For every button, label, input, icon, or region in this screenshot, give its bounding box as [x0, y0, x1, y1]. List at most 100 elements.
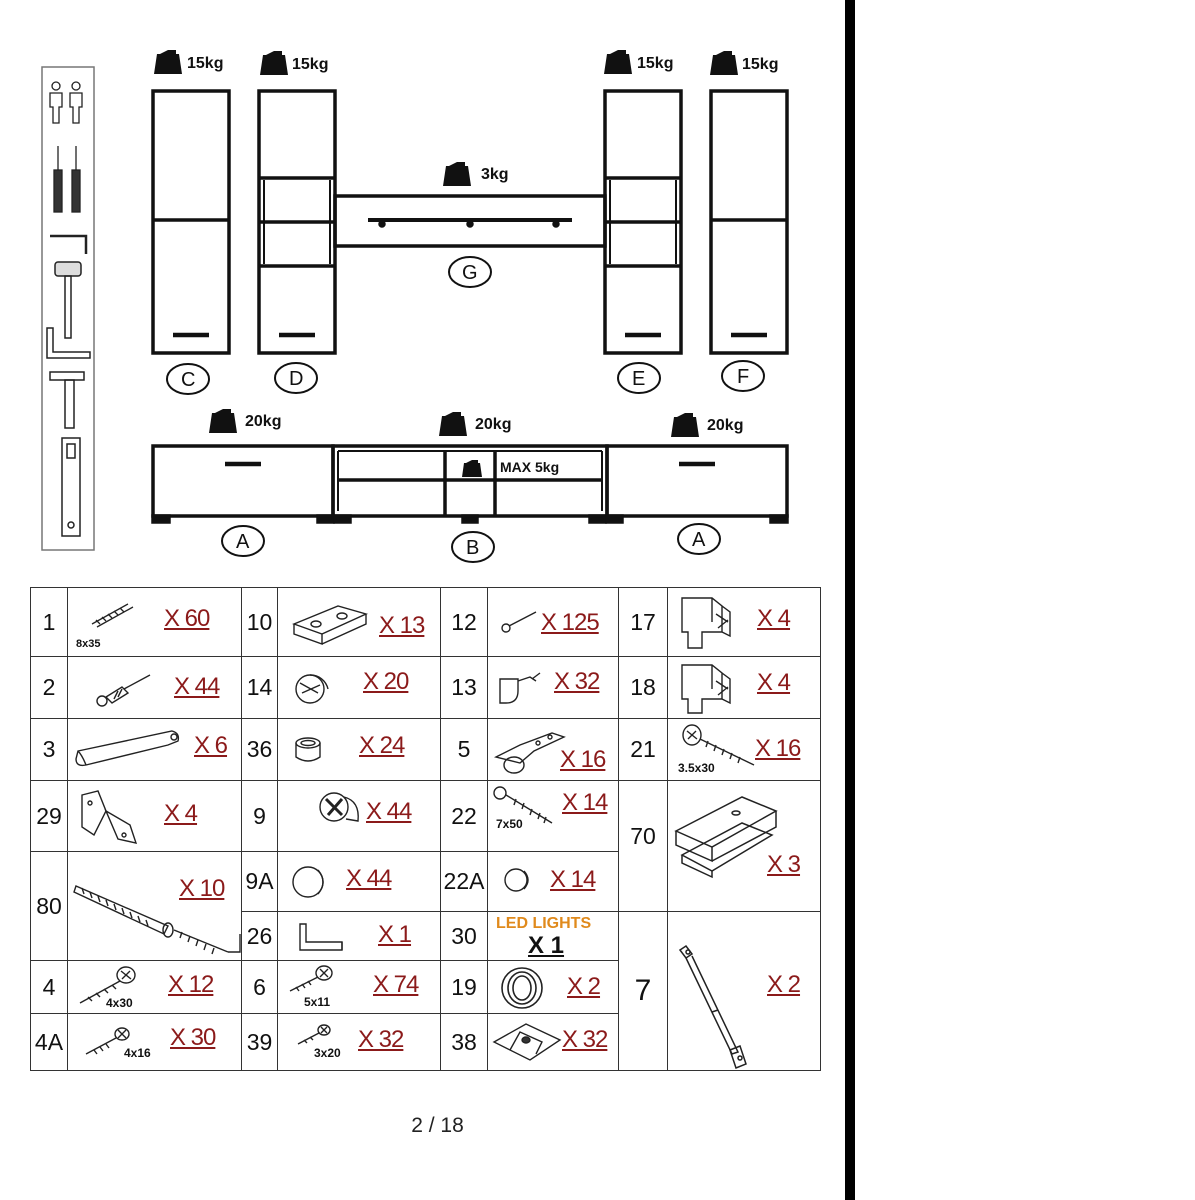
part-number: 22 [440, 780, 488, 852]
part-cell-7: X 2 [667, 911, 821, 1071]
part-quantity: X 74 [373, 971, 419, 998]
weight-icon [209, 409, 237, 433]
wall-bracket-icon [681, 597, 731, 649]
unit-g-shelf [333, 194, 607, 248]
weight-icon [260, 51, 288, 75]
part-cell-26: X 1 [277, 911, 441, 961]
part-cell-39: 3x20 X 32 [277, 1013, 441, 1071]
part-size: 5x11 [304, 995, 331, 1009]
cam-fitting-icon [319, 792, 359, 822]
wood-screw-icon [682, 724, 755, 766]
part-number: 17 [618, 587, 668, 657]
part-cell-70: X 3 [667, 780, 821, 912]
square-ruler-icon [46, 327, 91, 359]
part-number: 80 [30, 851, 68, 961]
shelf-support-icon [499, 672, 541, 704]
corner-block-icon [492, 1023, 562, 1061]
part-cell-13: X 32 [487, 656, 619, 719]
part-cell-5: X 16 [487, 718, 619, 781]
part-quantity: X 4 [757, 669, 791, 696]
unit-a-left [151, 444, 335, 524]
part-number: 5 [440, 718, 488, 781]
allen-key-icon [299, 923, 343, 951]
weight-icon [462, 460, 482, 477]
part-number: 13 [440, 656, 488, 719]
unit-d [257, 89, 337, 355]
hinge-icon [493, 732, 566, 774]
led-lights-label: LED LIGHTS [496, 915, 592, 932]
connector-block-icon [292, 605, 369, 645]
part-cell-4: 4x30 X 12 [67, 960, 242, 1014]
wall-anchor-screw-icon [73, 885, 241, 955]
part-number: 26 [241, 911, 278, 961]
allen-key-icon [50, 234, 88, 254]
page-edge-bar [845, 0, 855, 1200]
unit-label-b: B [466, 537, 479, 559]
weight-label-g: 3kg [481, 166, 509, 183]
cam-lock-icon [295, 674, 329, 704]
screw-icon [85, 1027, 130, 1055]
part-number: 14 [241, 656, 278, 719]
part-number: 38 [440, 1013, 488, 1071]
part-quantity: X 60 [164, 605, 210, 632]
part-quantity: X 1 [378, 921, 412, 948]
part-number: 22A [440, 851, 488, 912]
assembly-diagram: 15kg 15kg 15kg 15kg 3kg 20kg 20kg 20kg M… [41, 50, 789, 563]
unit-label-d: D [289, 368, 303, 390]
hammer-icon [49, 371, 85, 429]
part-size: 8x35 [76, 638, 101, 650]
part-quantity: X 24 [359, 732, 405, 759]
part-cell-22: 7x50 X 14 [487, 780, 619, 852]
part-number: 3 [30, 718, 68, 781]
part-quantity: X 16 [755, 735, 801, 762]
screw-icon [297, 1024, 331, 1045]
part-cell-21: 3.5x30 X 16 [667, 718, 821, 781]
part-quantity: X 4 [164, 800, 198, 827]
part-quantity: X 3 [767, 851, 801, 878]
part-quantity: X 14 [562, 789, 608, 816]
part-quantity: X 4 [757, 605, 791, 632]
part-size: 3x20 [314, 1046, 341, 1060]
part-quantity: X 12 [168, 971, 214, 998]
weight-icon [604, 50, 632, 74]
part-number: 70 [618, 780, 668, 912]
part-quantity: X 30 [170, 1024, 216, 1051]
gas-strut-icon [678, 944, 747, 1069]
part-cell-4a: 4x16 X 30 [67, 1013, 242, 1071]
part-cell-14: X 20 [277, 656, 441, 719]
tools-panel [41, 66, 95, 551]
part-number: 2 [30, 656, 68, 719]
part-cell-12: X 125 [487, 587, 619, 657]
cap-cover-icon [292, 866, 324, 898]
hinge-icon [81, 790, 138, 844]
weight-label-e: 15kg [637, 55, 673, 72]
wooden-dowel-icon [91, 603, 134, 628]
weight-label-a-right: 20kg [707, 417, 743, 434]
weight-icon [710, 51, 738, 75]
part-cell-30: LED LIGHTS X 1 [487, 911, 619, 961]
part-number: 29 [30, 780, 68, 852]
part-cell-29: X 4 [67, 780, 242, 852]
weight-label-c: 15kg [187, 55, 223, 72]
part-number: 6 [241, 960, 278, 1014]
part-cell-3: X 6 [67, 718, 242, 781]
part-cell-18: X 4 [667, 656, 821, 719]
part-quantity: X 32 [358, 1026, 404, 1053]
part-quantity: X 16 [560, 746, 606, 773]
weight-label-b: 20kg [475, 416, 511, 433]
part-number: 19 [440, 960, 488, 1014]
part-quantity: X 125 [541, 609, 600, 636]
part-cell-10: X 13 [277, 587, 441, 657]
unit-e [603, 89, 683, 355]
part-quantity: X 10 [179, 875, 225, 902]
grommet-icon [295, 737, 321, 762]
unit-label-a-right: A [692, 529, 706, 551]
lag-screw-icon [493, 786, 553, 824]
part-cell-80: X 10 [67, 851, 242, 961]
page-number: 2 / 18 [411, 1114, 464, 1137]
hammer-icon [54, 261, 82, 339]
part-quantity: X 14 [550, 866, 596, 893]
part-number: 7 [618, 911, 668, 1071]
part-number: 36 [241, 718, 278, 781]
part-number: 4 [30, 960, 68, 1014]
